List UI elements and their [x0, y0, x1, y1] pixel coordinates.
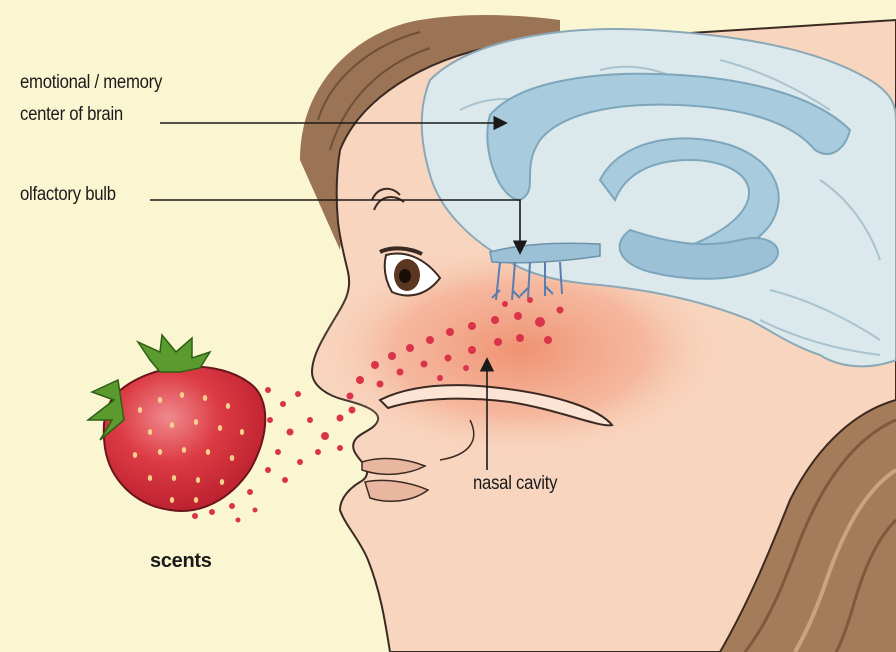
label-emotional-memory: emotional / memory — [20, 72, 162, 94]
label-nasal-cavity: nasal cavity — [473, 473, 557, 495]
label-scents: scents — [150, 550, 212, 573]
label-center-of-brain: center of brain — [20, 104, 123, 126]
label-olfactory-bulb: olfactory bulb — [20, 184, 116, 206]
